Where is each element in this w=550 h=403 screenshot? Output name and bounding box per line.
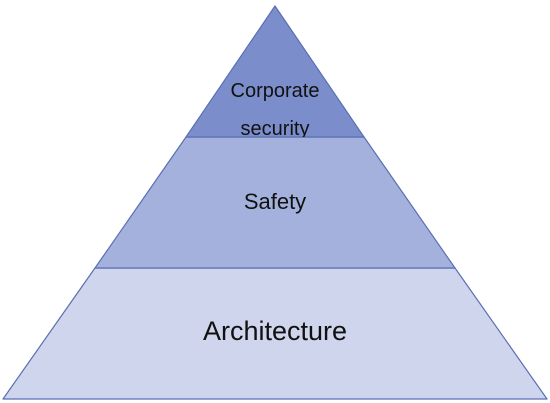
pyramid-tier-corporate-security — [185, 5, 365, 138]
tier-label-architecture: Architecture — [203, 316, 347, 346]
tier-label-corporate: Corporate — [231, 80, 320, 102]
tier-label-safety: Safety — [244, 189, 306, 214]
tier-label-security: security — [241, 118, 310, 140]
